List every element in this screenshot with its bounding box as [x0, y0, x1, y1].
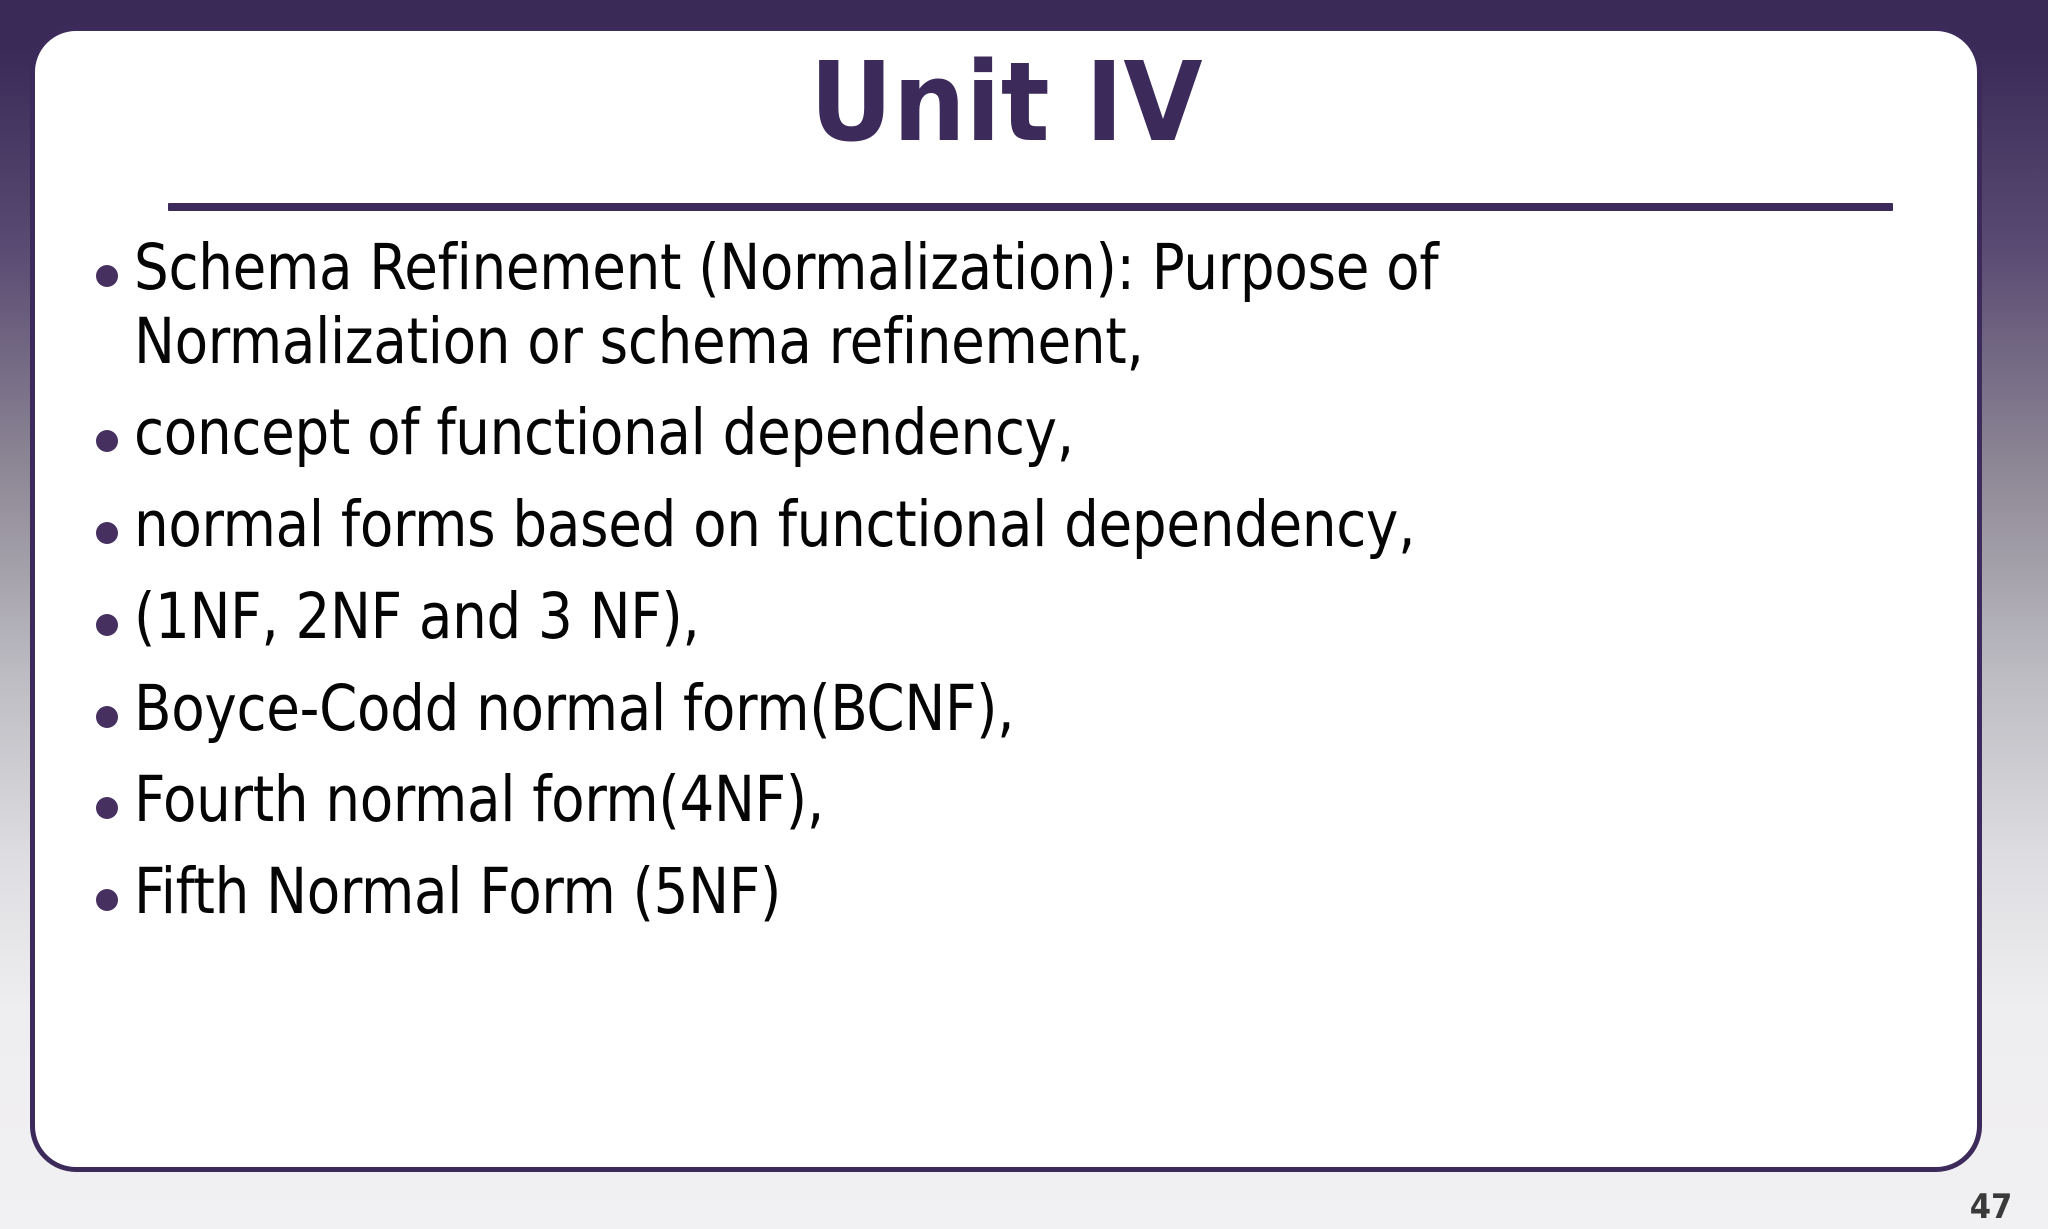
title-block: Unit IV	[35, 38, 1977, 166]
bullet-list: Schema Refinement (Normalization): Purpo…	[60, 231, 1950, 947]
slide-body: Unit IV Schema Refinement (Normalization…	[30, 26, 1982, 1172]
list-item-label: concept of functional dependency,	[134, 396, 1074, 470]
title-divider-rule	[168, 203, 1893, 211]
bullet-dot-icon	[96, 705, 118, 728]
list-item-label: Fifth Normal Form (5NF)	[134, 854, 782, 928]
bullet-dot-icon	[96, 430, 118, 453]
list-item: Schema Refinement (Normalization): Purpo…	[60, 231, 1950, 378]
list-item: Fifth Normal Form (5NF)	[60, 855, 1950, 929]
bullet-dot-icon	[96, 613, 118, 636]
list-item: (1NF, 2NF and 3 NF),	[60, 580, 1950, 654]
bullet-dot-icon	[96, 522, 118, 545]
page-title: Unit IV	[809, 38, 1203, 166]
list-item: concept of functional dependency,	[60, 396, 1950, 470]
bullet-dot-icon	[96, 888, 118, 911]
list-item: Fourth normal form(4NF),	[60, 763, 1950, 837]
bullet-dot-icon	[96, 797, 118, 820]
list-item: normal forms based on functional depende…	[60, 488, 1950, 562]
list-item-label: (1NF, 2NF and 3 NF),	[134, 579, 700, 653]
list-item: Boyce-Codd normal form(BCNF),	[60, 672, 1950, 746]
bullet-dot-icon	[96, 265, 118, 287]
list-item-label: normal forms based on functional depende…	[134, 488, 1416, 562]
list-item-label: Schema Refinement (Normalization): Purpo…	[134, 231, 1439, 378]
list-item-label: Boyce-Codd normal form(BCNF),	[134, 671, 1015, 745]
page-number: 47	[1969, 1187, 2012, 1227]
list-item-label: Fourth normal form(4NF),	[134, 763, 824, 837]
